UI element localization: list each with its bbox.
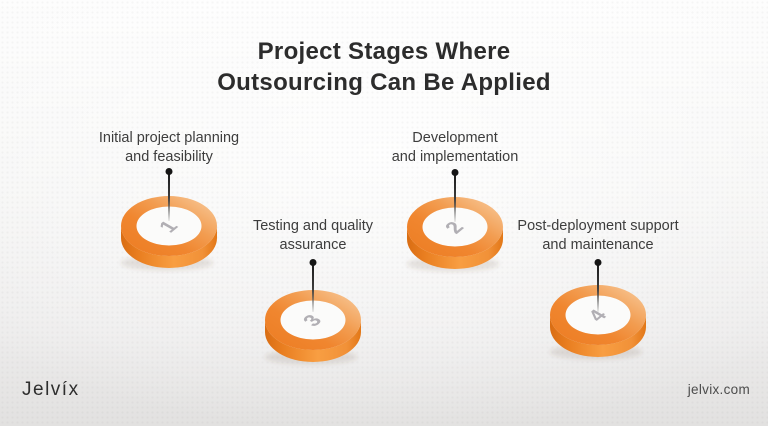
stage-3-number: 3 xyxy=(297,311,328,331)
ring-3d-icon xyxy=(121,196,217,271)
connector-dot xyxy=(451,169,459,176)
ring-3d-icon xyxy=(265,290,361,365)
connector-dot xyxy=(594,259,602,266)
connector-dot xyxy=(165,168,173,175)
stage-4-label: Post-deployment support and maintenance xyxy=(517,218,679,253)
connector-line xyxy=(454,175,456,222)
page-title: Project Stages Where Outsourcing Can Be … xyxy=(0,36,768,98)
connector-dot xyxy=(309,259,317,266)
ring-3d-icon xyxy=(550,285,646,360)
website-url: jelvix.com xyxy=(687,382,750,397)
stage-4-number: 4 xyxy=(582,306,613,326)
stage-3-label: Testing and quality assurance xyxy=(252,218,374,253)
jelvix-logo: Jelvíx xyxy=(22,379,80,400)
stage-1-number: 1 xyxy=(153,217,184,237)
stage-2-label: Development and implementation xyxy=(391,130,519,165)
connector-line xyxy=(312,265,314,312)
stage-2-number: 2 xyxy=(439,218,470,238)
title-line-1: Project Stages Where xyxy=(257,38,511,65)
connector-line xyxy=(597,265,599,312)
stage-1-label: Initial project planning and feasibility xyxy=(98,130,240,165)
connector-line xyxy=(168,174,170,221)
ring-3d-icon xyxy=(407,197,503,272)
title-line-2: Outsourcing Can Be Applied xyxy=(217,69,551,96)
